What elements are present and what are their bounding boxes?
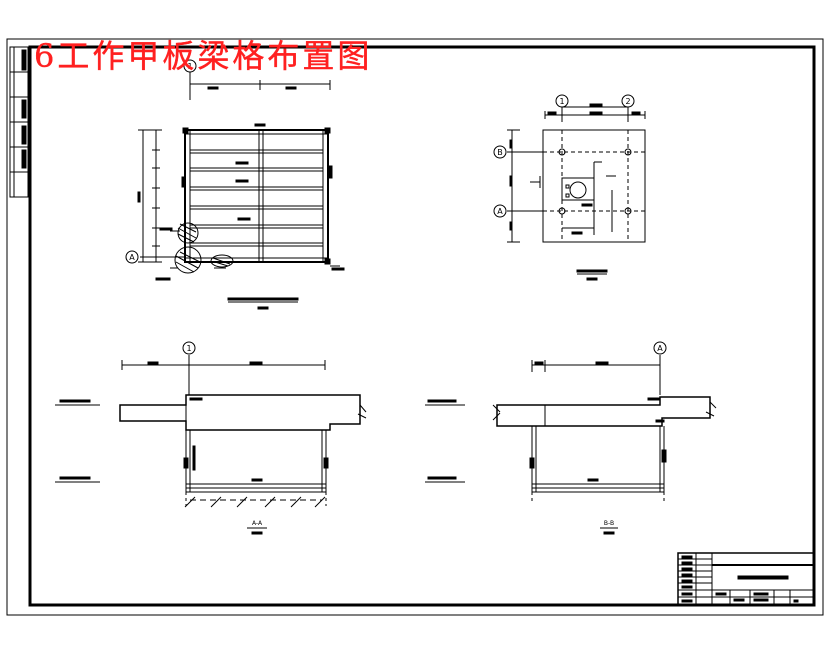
side-grid-label-1: 1 xyxy=(559,97,564,106)
title-block xyxy=(677,552,815,606)
side-grid-label-b: B xyxy=(497,148,503,157)
section-a-view xyxy=(55,355,367,535)
plan-grid-marker-1: 1 xyxy=(183,59,197,73)
plan-grid-label-a: A xyxy=(129,253,135,262)
side-grid-marker-a: A xyxy=(493,204,507,218)
side-plan-view xyxy=(507,102,646,281)
side-grid-label-a: A xyxy=(497,207,503,216)
section-a-caption: A-A xyxy=(252,520,263,527)
plan-grid-label-1: 1 xyxy=(187,62,192,71)
sheet-title: 6工作甲板梁格布置图 xyxy=(34,37,373,75)
side-grid-marker-1: 1 xyxy=(555,94,569,108)
section-b-grid-marker: A xyxy=(653,341,667,355)
side-grid-label-2: 2 xyxy=(625,97,630,106)
outer-frame xyxy=(6,38,824,616)
side-grid-marker-b: B xyxy=(493,145,507,159)
plan-grid-marker-a: A xyxy=(125,250,139,264)
section-a-grid-label: 1 xyxy=(186,344,191,353)
plan-view xyxy=(137,72,345,310)
section-a-grid-marker: 1 xyxy=(182,341,196,355)
left-strip xyxy=(9,46,29,198)
inner-frame xyxy=(28,45,816,607)
section-b-view xyxy=(425,355,717,535)
section-b-grid-label: A xyxy=(657,344,663,353)
side-grid-marker-2: 2 xyxy=(621,94,635,108)
section-b-caption: B-B xyxy=(604,520,614,527)
